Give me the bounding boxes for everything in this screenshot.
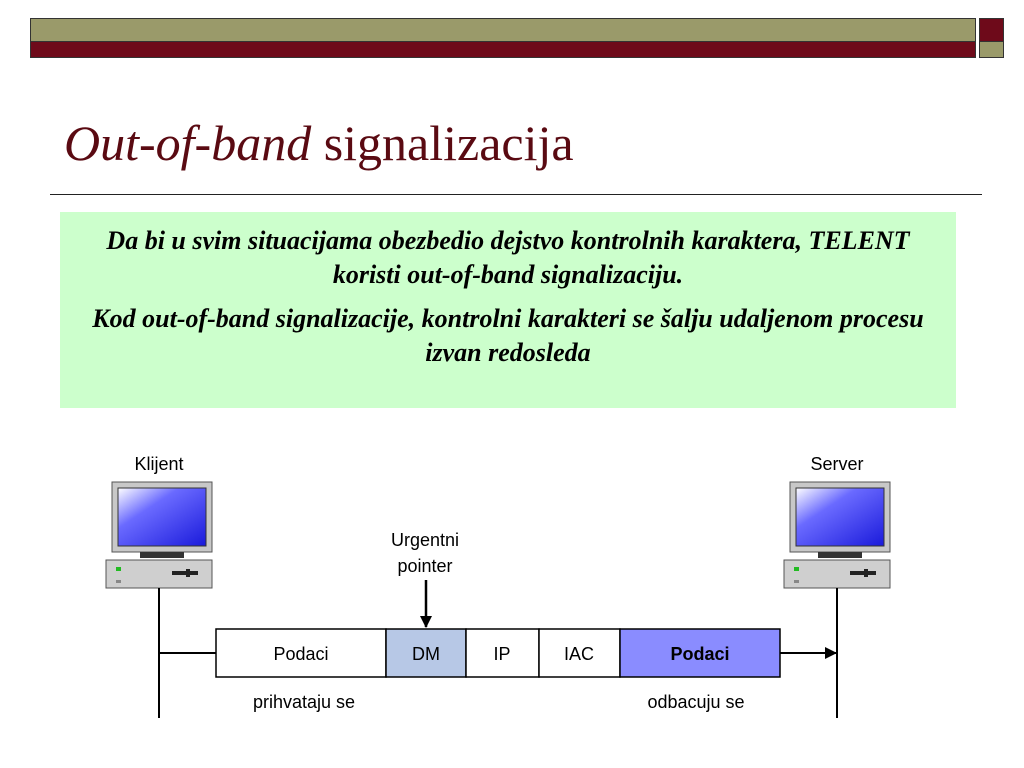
explanation-paragraph-2: Kod out-of-band signalizacije, kontrolni…	[92, 304, 924, 367]
cell-label: IP	[493, 644, 510, 664]
computer-icon	[783, 481, 891, 589]
cell-ip	[465, 628, 540, 678]
computer-icon	[105, 481, 213, 589]
packet-cells: Podaci DM IP IAC Podaci	[215, 628, 781, 678]
title-divider	[50, 194, 982, 195]
explanation-paragraph-1: Da bi u svim situacijama obezbedio dejst…	[106, 226, 910, 289]
client-label: Klijent	[134, 454, 183, 474]
cell-podaci-discarded	[619, 628, 781, 678]
cell-label: Podaci	[670, 644, 729, 664]
slide-title: Out-of-band signalizacija	[64, 118, 574, 168]
cell-label: DM	[412, 644, 440, 664]
corner-square-olive	[979, 42, 1004, 58]
discarded-label: odbacuju se	[647, 692, 744, 712]
title-regular-part: signalizacija	[311, 115, 574, 171]
urgent-pointer-label-line1: Urgentni	[391, 530, 459, 550]
accepted-label: prihvataju se	[253, 692, 355, 712]
header-bar-maroon	[30, 42, 976, 58]
cell-podaci-accepted	[215, 628, 387, 678]
cell-label: IAC	[564, 644, 594, 664]
corner-square-maroon	[979, 18, 1004, 42]
server-label: Server	[810, 454, 863, 474]
urgent-pointer-label-line2: pointer	[397, 556, 452, 576]
cell-label: Podaci	[273, 644, 328, 664]
explanation-box: Da bi u svim situacijama obezbedio dejst…	[60, 212, 956, 408]
title-italic-part: Out-of-band	[64, 115, 312, 171]
out-of-band-diagram: Klijent Server Urgentni pointer	[105, 454, 891, 718]
header-bar-olive	[30, 18, 976, 42]
